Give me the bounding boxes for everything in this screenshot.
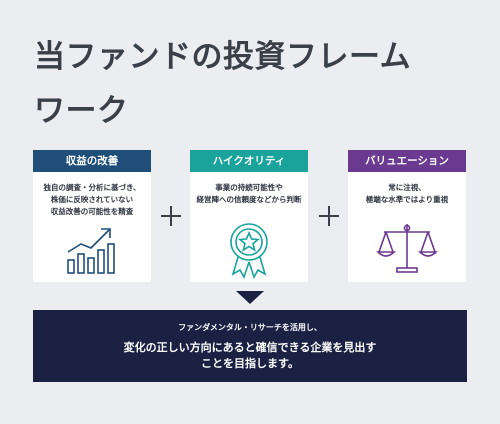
card-description: 事業の持続可能性や 経営陣への信頼度などから判断 <box>196 183 302 204</box>
card-high-quality: ハイクオリティ 事業の持続可能性や 経営陣への信頼度などから判断 <box>190 150 308 282</box>
card-description: 常に注視、 極端な水準ではより重視 <box>365 183 449 204</box>
card-header: ハイクオリティ <box>190 150 308 172</box>
title-line-2: ワーク <box>34 93 129 129</box>
summary-main: 変化の正しい方向にあると確信できる企業を見出す ことを目指します。 <box>123 341 377 370</box>
plus-icon-2 <box>319 206 339 226</box>
card-header: バリュエーション <box>348 150 466 172</box>
card-revenue-improvement: 収益の改善 独自の調査・分析に基づき、 株価に反映されていない 収益改善の可能性… <box>33 150 151 282</box>
summary-box: ファンダメンタル・リサーチを活用し、 変化の正しい方向にあると確信できる企業を見… <box>33 310 467 382</box>
card-valuation: バリュエーション 常に注視、 極端な水準ではより重視 <box>348 150 466 282</box>
title-line-1: 当ファンドの投資フレーム <box>34 39 412 75</box>
award-ribbon-icon <box>230 223 268 279</box>
balance-scale-icon <box>376 224 438 273</box>
card-description: 独自の調査・分析に基づき、 株価に反映されていない 収益改善の可能性を精査 <box>43 183 141 216</box>
card-header: 収益の改善 <box>33 150 151 172</box>
summary-lead: ファンダメンタル・リサーチを活用し、 <box>178 323 322 332</box>
down-arrow-icon <box>236 291 264 304</box>
plus-icon-1 <box>161 206 181 226</box>
rising-bar-chart-icon <box>67 228 115 274</box>
page-title: 当ファンドの投資フレーム ワーク <box>34 30 474 138</box>
